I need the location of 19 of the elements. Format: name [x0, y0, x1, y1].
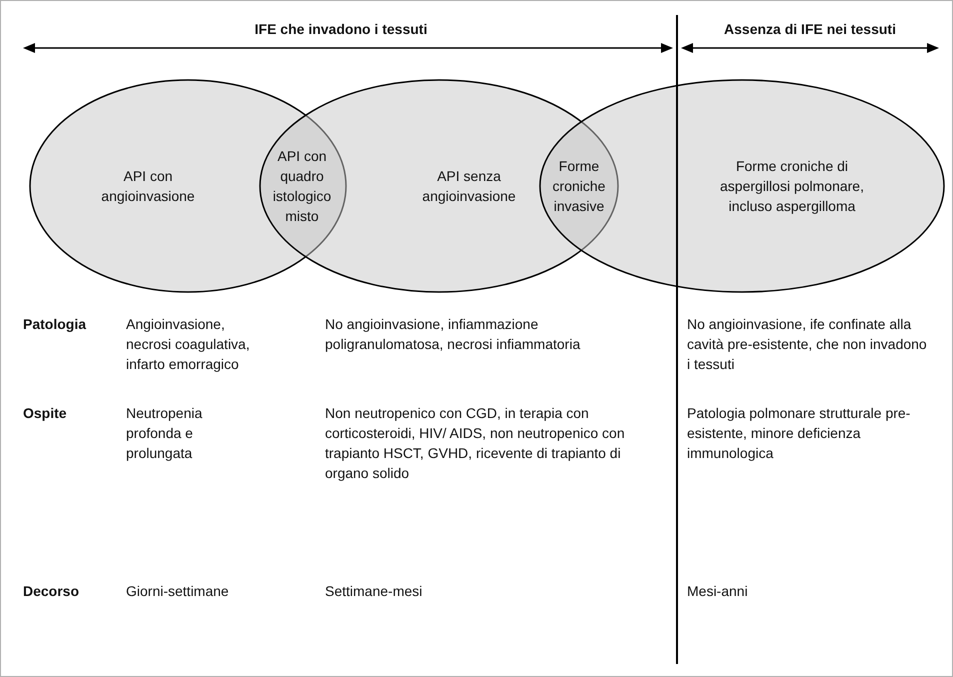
cell-text: Mesi-anni: [687, 582, 749, 601]
cell-text: Giorni-settimane: [126, 582, 230, 601]
cell-text: No angioinvasione, infiammazione poligranulomatosa, necrosi infiammatoria: [325, 315, 582, 354]
cell-text: Neutropenia profonda e prolungata: [126, 404, 204, 463]
cell-text: Patologia polmonare strutturale pre-esistente, minore deficienza immunologica: [687, 404, 912, 463]
row-heading: Ospite: [23, 404, 68, 423]
cell-text: No angioinvasione, ife confinate alla cavità pre-esistente, che non invadono i tessuti: [687, 315, 927, 374]
row-heading: Patologia: [23, 315, 88, 334]
region-label: Forme croniche invasive: [552, 157, 606, 216]
section-heading: Assenza di IFE nei tessuti: [723, 20, 897, 39]
region-label: API con angioinvasione: [100, 167, 196, 206]
cell-text: Settimane-mesi: [325, 582, 424, 601]
region-label: API con quadro istologico misto: [272, 147, 332, 226]
region-label: Forme croniche di aspergillosi polmonare, incluso aspergilloma: [719, 157, 865, 216]
cell-text: Non neutropenico con CGD, in terapia con corticosteroidi, HIV/ AIDS, non neutropenico con trapianto HSCT, GVHD, ricevente di trapianto di organo solido: [325, 404, 625, 483]
row-heading: Decorso: [23, 582, 80, 601]
cell-text: Angioinvasione, necrosi coagulativa, infarto emorragico: [126, 315, 251, 374]
region-label: API senza angioinvasione: [421, 167, 517, 206]
section-heading: IFE che invadono i tessuti: [254, 20, 428, 39]
